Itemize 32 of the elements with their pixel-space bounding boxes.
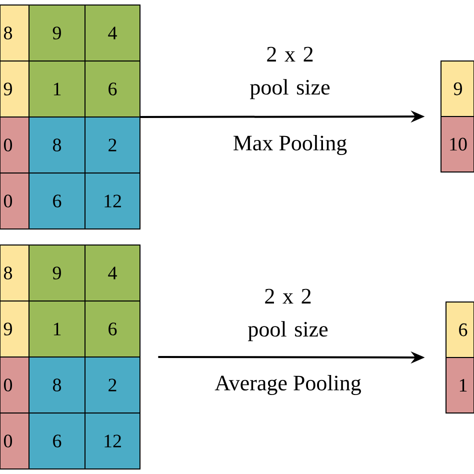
grid-cell: 12	[84, 412, 140, 470]
edge-label: 2 x 2 pool size	[250, 46, 330, 100]
grid-cell: 9	[440, 60, 474, 117]
grid-cell: 9	[0, 300, 30, 358]
grid-cell: 0	[0, 412, 30, 470]
grid-cell: 0	[0, 356, 30, 414]
grid-cell: 0	[0, 116, 30, 174]
grid-cell: 6	[28, 172, 86, 230]
method-label: Max Pooling	[233, 135, 347, 156]
grid-cell: 2	[84, 356, 140, 414]
grid-cell: 9	[0, 60, 30, 118]
grid-cell: 8	[0, 244, 30, 302]
grid-cell: 8	[0, 4, 30, 62]
grid-cell: 6	[28, 412, 86, 470]
grid-cell: 4	[84, 4, 140, 62]
grid-cell: 6	[84, 60, 140, 118]
grid-cell: 12	[84, 172, 140, 230]
grid-cell: 0	[0, 172, 30, 230]
grid-cell: 2	[84, 116, 140, 174]
grid-cell: 1	[446, 357, 474, 414]
grid-cell: 9	[28, 4, 86, 62]
grid-cell: 9	[28, 244, 86, 302]
grid-cell: 1	[28, 60, 86, 118]
grid-cell: 6	[84, 300, 140, 358]
grid-cell: 8	[28, 116, 86, 174]
grid-cell: 8	[28, 356, 86, 414]
grid-cell: 6	[446, 302, 474, 358]
grid-cell: 1	[28, 300, 86, 358]
edge-label: 2 x 2 pool size	[248, 288, 328, 342]
grid-cell: 4	[84, 244, 140, 302]
grid-cell: 10	[440, 116, 474, 172]
method-label: Average Pooling	[214, 375, 361, 396]
